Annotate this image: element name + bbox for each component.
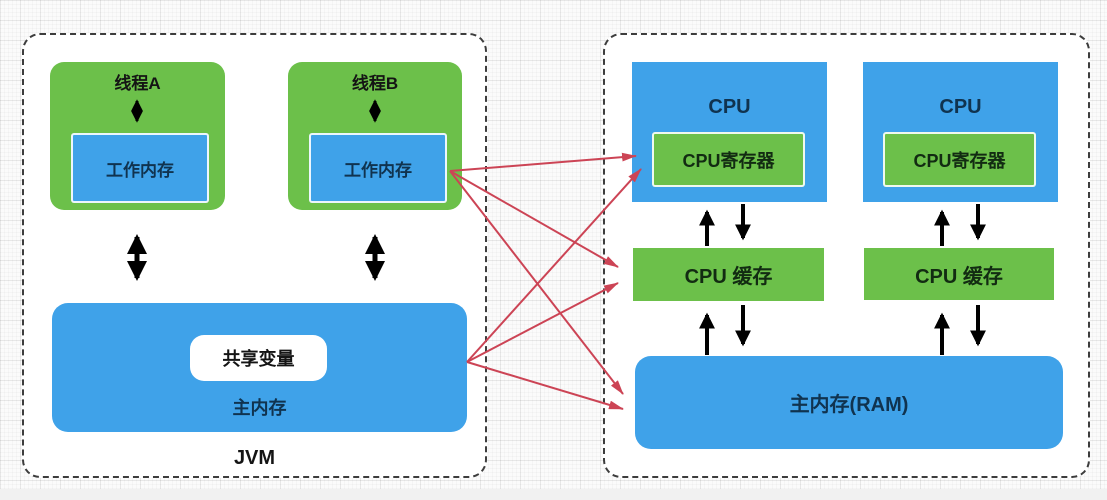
red-arrow-icon [466, 282, 619, 363]
thread-a-box: 线程A 工作内存 [50, 62, 225, 210]
cpu-2-box: CPU CPU寄存器 [863, 62, 1058, 202]
cpu-1-cache-box: CPU 缓存 [633, 248, 824, 301]
ram-box: 主内存(RAM) [635, 356, 1063, 449]
main-memory-label: 主内存 [232, 398, 287, 418]
cpu-2-label: CPU [939, 96, 982, 118]
cpu-2-cache-box: CPU 缓存 [864, 248, 1054, 300]
cpu-1-register-box: CPU寄存器 [652, 132, 805, 187]
cpu-1-box: CPU CPU寄存器 [632, 62, 827, 202]
jvm-panel-title: JVM [233, 447, 276, 469]
thread-a-label: 线程A [114, 74, 161, 93]
working-memory-b-box: 工作内存 [309, 133, 447, 203]
shared-variable-box: 共享变量 [190, 335, 327, 381]
red-arrow-icon [466, 361, 624, 410]
bottom-margin-strip [0, 489, 1107, 500]
cpu-1-label: CPU [708, 96, 751, 118]
cpu-2-register-box: CPU寄存器 [883, 132, 1036, 187]
thread-b-label: 线程B [351, 74, 399, 93]
working-memory-a-box: 工作内存 [71, 133, 209, 203]
thread-b-box: 线程B 工作内存 [288, 62, 462, 210]
main-memory-box: 共享变量 主内存 [52, 303, 467, 432]
